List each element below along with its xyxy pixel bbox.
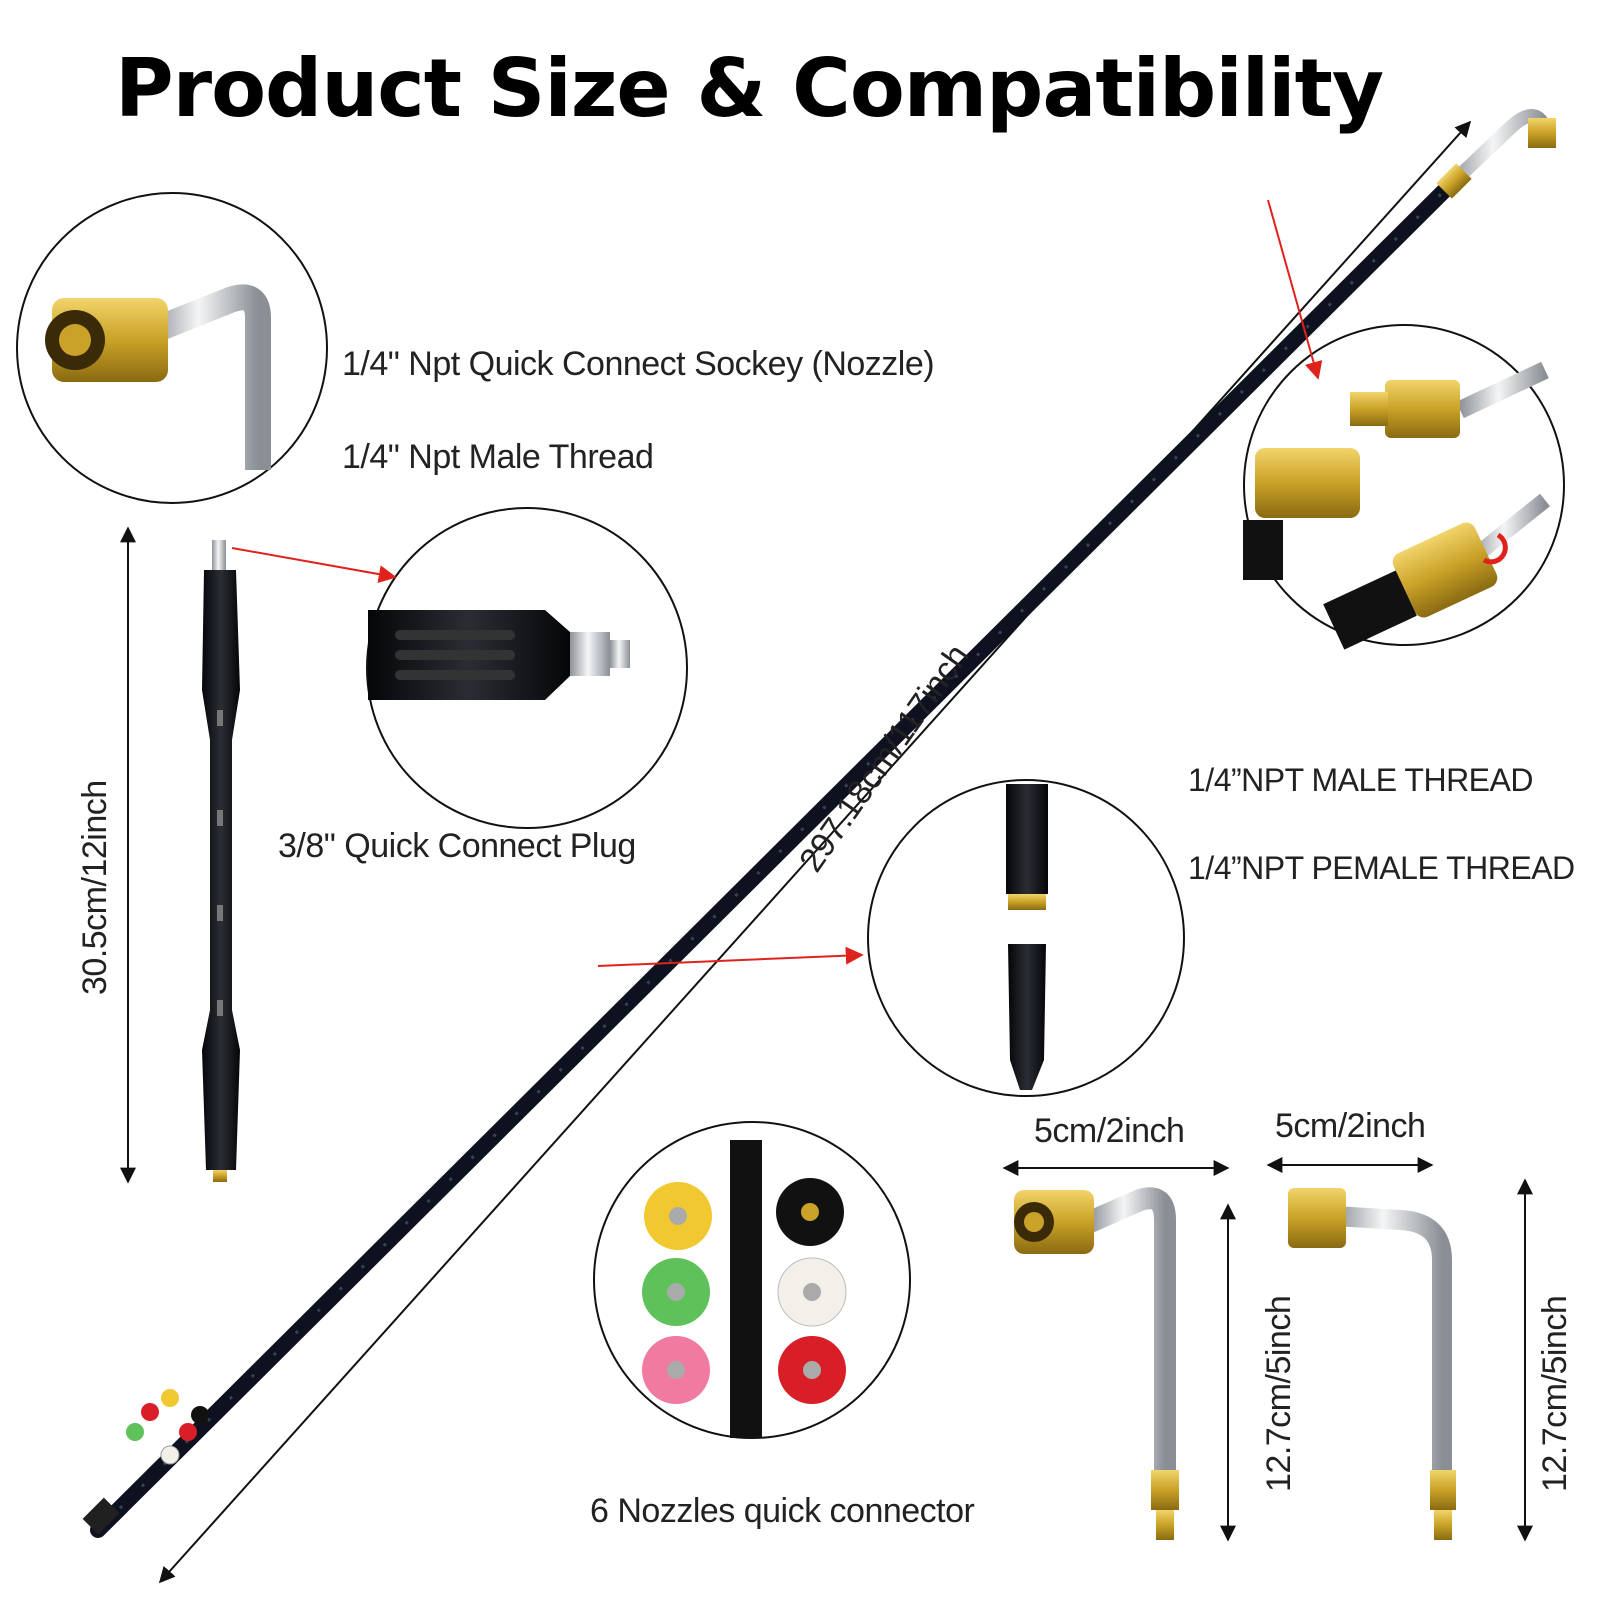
plug-pointer-arrow <box>231 547 397 584</box>
green-nozzle-icon <box>642 1258 710 1326</box>
socket-closeup <box>16 192 328 504</box>
extension-wand <box>82 109 1556 1538</box>
plug-tip-width-label: 5cm/2inch <box>1275 1107 1426 1145</box>
red-nozzle-icon <box>778 1336 846 1404</box>
pink-nozzle-icon <box>642 1336 710 1404</box>
socket-tip-width-label: 5cm/2inch <box>1034 1112 1185 1150</box>
handle-length-label: 30.5cm/12inch <box>76 780 114 995</box>
socket-tip <box>1002 1160 1236 1542</box>
socket-nozzle-label: 1/4" Npt Quick Connect Sockey (Nozzle) <box>342 345 935 383</box>
thread-closeup <box>867 779 1185 1097</box>
male-thread-label: 1/4" Npt Male Thread <box>342 438 654 476</box>
plug-tip <box>1266 1157 1533 1542</box>
plug-tip-height-label: 12.7cm/5inch <box>1536 1295 1574 1492</box>
black-nozzle-icon <box>776 1178 844 1246</box>
npt-female-thread-label: 1/4”NPT PEMALE THREAD <box>1188 850 1575 886</box>
wand-dimension-line <box>158 120 1472 1584</box>
white-nozzle-icon <box>777 1257 847 1327</box>
thread-pointer-arrow <box>597 946 864 967</box>
coupler-closeup <box>1243 324 1565 650</box>
plug-closeup <box>366 507 688 829</box>
quick-plug-label: 3/8" Quick Connect Plug <box>278 827 636 865</box>
page-title: Product Size & Compatibility <box>115 42 1384 135</box>
nozzles-closeup <box>593 1121 911 1439</box>
npt-male-thread-label: 1/4”NPT MALE THREAD <box>1188 762 1533 798</box>
handle-extension <box>202 540 240 1182</box>
nozzles-label: 6 Nozzles quick connector <box>590 1492 975 1530</box>
yellow-nozzle-icon <box>644 1182 712 1250</box>
coupler-pointer-arrow <box>1267 199 1323 380</box>
socket-tip-height-label: 12.7cm/5inch <box>1260 1295 1298 1492</box>
